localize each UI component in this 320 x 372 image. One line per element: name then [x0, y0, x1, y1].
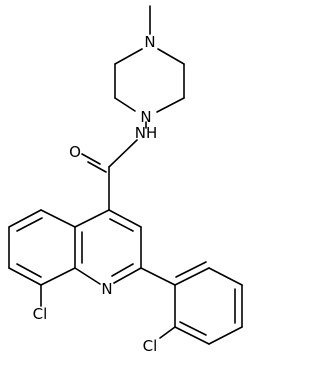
- piperazine-bond: [156, 97, 185, 113]
- quinoline-bond: [74, 267, 101, 285]
- phenyl-bond: [174, 326, 210, 345]
- amide-nh-label: NH: [135, 124, 158, 142]
- bond-lines: [8, 5, 243, 345]
- piperazine-bond: [114, 48, 143, 65]
- chlorine-label: Cl: [33, 305, 48, 323]
- chlorine-label: Cl: [143, 337, 158, 355]
- piperazine-n-top-label: N: [144, 33, 155, 51]
- molecule-diagram: N N NH O N Cl Cl: [8, 5, 243, 355]
- piperazine-n-bottom-label: N: [140, 108, 151, 126]
- atom-labels: N N NH O N Cl Cl: [33, 33, 158, 355]
- piperazine-bond: [114, 97, 136, 112]
- benzo-bond: [16, 217, 43, 232]
- benzo-bond: [40, 209, 76, 228]
- amide-c-n-bond: [108, 139, 138, 168]
- piperazine-bond: [157, 48, 185, 65]
- benzo-bond: [8, 267, 42, 286]
- quinoline-n-label: N: [101, 280, 112, 298]
- phenyl-bond: [208, 267, 243, 286]
- phenyl-bond: [179, 321, 207, 336]
- benzo-bond: [40, 267, 76, 286]
- quinoline-bond: [109, 218, 134, 232]
- quinoline-bond: [108, 209, 142, 228]
- quinoline-bond: [113, 267, 142, 284]
- carbonyl-o-label: O: [69, 143, 81, 161]
- benzo-bond: [8, 209, 42, 228]
- phenyl-bond: [174, 267, 210, 286]
- phenyl-bond: [208, 326, 243, 345]
- benzo-bond: [16, 263, 42, 278]
- c-cl-bond: [159, 326, 176, 339]
- carbonyl-bond: [87, 161, 107, 173]
- quinoline-bond: [111, 263, 134, 277]
- carbonyl-bond: [81, 153, 101, 165]
- quinoline-bond: [74, 209, 110, 228]
- phenyl-bond: [175, 261, 207, 278]
- aryl-aryl-bond: [140, 267, 176, 286]
